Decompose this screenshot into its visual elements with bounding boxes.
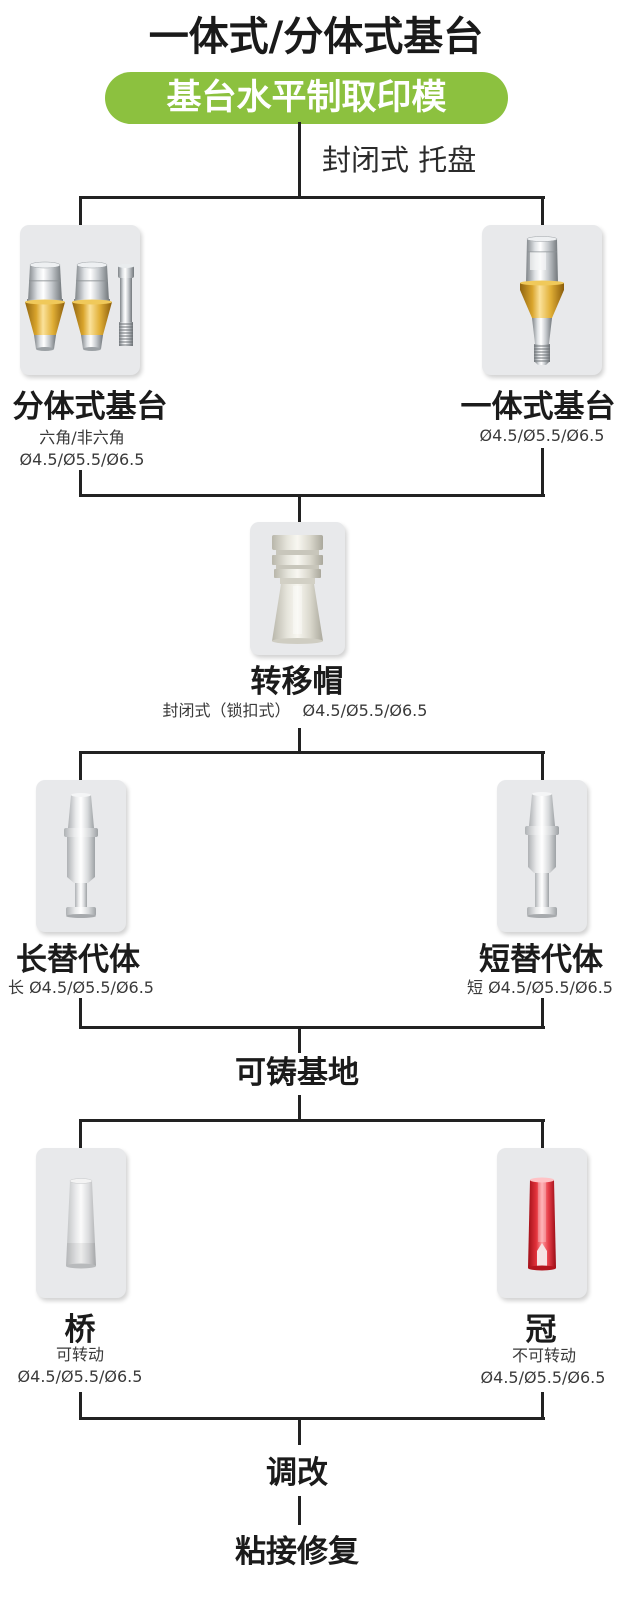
transfer-cap-sizes: Ø4.5/Ø5.5/Ø6.5 bbox=[302, 701, 428, 720]
connector-line bbox=[541, 1119, 544, 1148]
crown-castable-image bbox=[528, 1177, 556, 1271]
abutment-screw bbox=[118, 264, 134, 346]
split-abutment-card bbox=[20, 225, 140, 375]
impression-step-pill: 基台水平制取印模 bbox=[105, 72, 508, 124]
split-abutment-title: 分体式基台 bbox=[12, 389, 168, 425]
crown-sizes: Ø4.5/Ø5.5/Ø6.5 bbox=[480, 1368, 606, 1387]
connector-line bbox=[298, 1417, 301, 1445]
connector-line bbox=[541, 448, 544, 496]
connector-line bbox=[79, 196, 545, 199]
connector-line bbox=[298, 122, 301, 198]
abutment-piece bbox=[25, 261, 65, 351]
crown-title: 冠 bbox=[525, 1312, 557, 1348]
transfer-cap-image bbox=[272, 535, 323, 644]
connector-line bbox=[298, 494, 301, 522]
split-abutment-sizes: Ø4.5/Ø5.5/Ø6.5 bbox=[19, 450, 145, 469]
impression-step-label: 基台水平制取印模 bbox=[166, 78, 447, 118]
long-analog-card bbox=[36, 780, 126, 932]
connector-line bbox=[541, 751, 544, 780]
connector-line bbox=[79, 1026, 545, 1029]
bridge-castable-card bbox=[36, 1148, 126, 1298]
bridge-title: 桥 bbox=[64, 1312, 96, 1348]
one-piece-abutment-sizes: Ø4.5/Ø5.5/Ø6.5 bbox=[479, 426, 605, 445]
connector-line bbox=[79, 196, 82, 225]
page-title: 一体式/分体式基台 bbox=[148, 14, 484, 60]
connector-line bbox=[541, 1392, 544, 1419]
connector-line bbox=[79, 1119, 545, 1122]
connector-line bbox=[79, 1417, 545, 1420]
connector-line bbox=[298, 728, 301, 753]
transfer-cap-card bbox=[250, 522, 345, 655]
connector-line bbox=[79, 494, 545, 497]
connector-line bbox=[79, 998, 82, 1028]
short-analog-title: 短替代体 bbox=[479, 942, 603, 978]
short-analog-image bbox=[525, 792, 559, 918]
long-analog-title: 长替代体 bbox=[16, 942, 140, 978]
long-analog-desc: 长 Ø4.5/Ø5.5/Ø6.5 bbox=[8, 978, 154, 997]
bridge-castable-image bbox=[66, 1178, 96, 1269]
final-step: 粘接修复 bbox=[235, 1534, 359, 1570]
connector-line bbox=[541, 196, 544, 225]
crown-castable-card bbox=[497, 1148, 587, 1298]
one-piece-abutment-title: 一体式基台 bbox=[460, 389, 616, 425]
connector-line bbox=[298, 1496, 301, 1525]
one-piece-abutment-image bbox=[520, 236, 564, 365]
long-analog-image bbox=[64, 793, 98, 918]
short-analog-card bbox=[497, 780, 587, 932]
bridge-rotation: 可转动 bbox=[55, 1345, 104, 1364]
split-abutment-hex: 六角/非六角 bbox=[39, 428, 125, 447]
tray-label: 封闭式 托盘 bbox=[322, 143, 477, 177]
bridge-sizes: Ø4.5/Ø5.5/Ø6.5 bbox=[17, 1367, 143, 1386]
connector-line bbox=[79, 751, 545, 754]
connector-line bbox=[79, 751, 82, 780]
crown-rotation: 不可转动 bbox=[511, 1346, 576, 1365]
connector-line bbox=[79, 1119, 82, 1148]
connector-line bbox=[298, 1095, 301, 1121]
transfer-cap-title: 转移帽 bbox=[250, 664, 344, 700]
split-abutment-image bbox=[25, 261, 134, 351]
transfer-cap-desc: 封闭式（锁扣式） Ø4.5/Ø5.5/Ø6.5 bbox=[145, 701, 445, 721]
abutment-piece bbox=[72, 261, 112, 351]
connector-line bbox=[79, 1392, 82, 1419]
short-analog-desc: 短 Ø4.5/Ø5.5/Ø6.5 bbox=[467, 978, 613, 997]
connector-line bbox=[541, 998, 544, 1028]
castable-base-title: 可铸基地 bbox=[235, 1055, 359, 1091]
transfer-cap-type: 封闭式（锁扣式） bbox=[162, 701, 291, 720]
adjustment-step: 调改 bbox=[266, 1455, 328, 1491]
one-piece-abutment-card bbox=[482, 225, 602, 375]
connector-line bbox=[79, 470, 82, 496]
connector-line bbox=[298, 1026, 301, 1053]
